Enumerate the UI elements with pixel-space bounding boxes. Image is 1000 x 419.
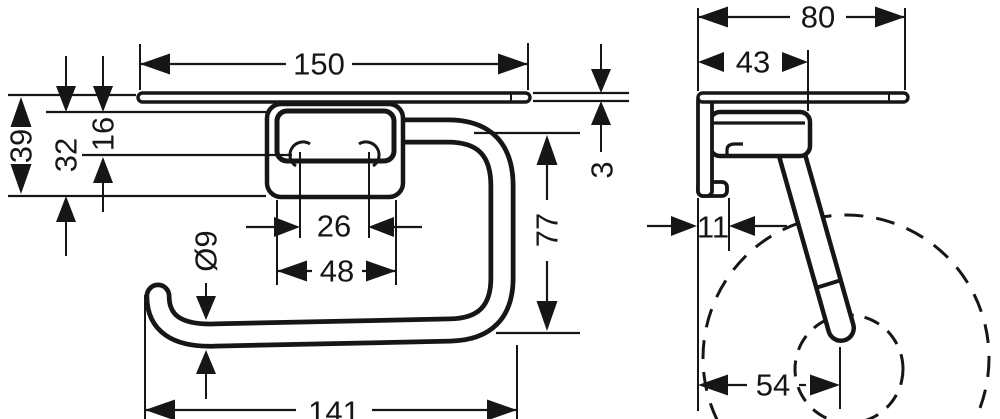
dim-label-43: 43 <box>736 45 770 80</box>
dim-shelf-width: 150 <box>139 43 529 90</box>
arrowhead-up <box>536 135 558 165</box>
dim-plate-foot-depth: 11 <box>647 198 787 251</box>
dim-shelf-thickness: 3 <box>533 44 629 179</box>
dim-label-77: 77 <box>530 213 565 247</box>
dim-label-11: 11 <box>697 210 729 245</box>
arrowhead-down <box>536 301 558 331</box>
arrowhead-left <box>729 216 755 236</box>
dim-overall-height: 39 <box>4 93 266 198</box>
arrowhead-right <box>875 6 905 28</box>
arrowhead-left <box>698 6 728 28</box>
arrowhead-left <box>277 260 307 282</box>
screw-slot-right <box>358 140 381 168</box>
arrowhead-up <box>56 196 76 222</box>
holder-arm-side <box>775 133 856 343</box>
dim-label-54: 54 <box>756 368 790 403</box>
arrowhead-left <box>145 399 175 419</box>
dim-screw-slot-drop: 16 <box>46 56 292 212</box>
arrowhead-right <box>498 53 528 75</box>
dim-label-3: 3 <box>585 161 620 178</box>
arrowhead-right <box>671 216 697 236</box>
dim-label-150: 150 <box>293 47 345 82</box>
arrowhead-left <box>698 52 724 72</box>
arrowhead-left <box>140 53 170 75</box>
dim-screw-spacing: 26 <box>246 209 422 244</box>
dim-label-141: 141 <box>308 395 360 419</box>
arrowhead-down <box>591 69 611 93</box>
arrowhead-right <box>487 399 517 419</box>
dim-label-d9: Ø9 <box>189 230 224 271</box>
arrowhead-down <box>93 86 113 112</box>
arrowhead-left <box>368 217 394 237</box>
dim-overall-depth: 80 <box>697 0 906 91</box>
dim-label-16: 16 <box>86 117 121 151</box>
pivot-bracket-side <box>707 109 813 159</box>
dim-holder-width: 141 <box>144 295 518 419</box>
dim-bar-diameter: Ø9 <box>189 230 224 399</box>
dim-label-26: 26 <box>317 209 351 244</box>
roll-holder-bar-front <box>144 117 516 349</box>
arrowhead-up <box>591 101 611 125</box>
arrowhead-up <box>93 157 113 183</box>
arrowhead-right <box>274 217 300 237</box>
dim-plate-height: 32 <box>49 56 84 256</box>
dim-label-48: 48 <box>320 254 354 289</box>
arrowhead-down <box>10 164 32 194</box>
shelf-side <box>696 91 910 104</box>
arrowhead-left <box>698 374 728 396</box>
dim-plate-width: 48 <box>276 200 397 289</box>
dim-bracket-depth: 43 <box>698 45 809 111</box>
toilet-roll-outline <box>701 213 991 419</box>
arrowhead-right <box>782 52 808 72</box>
mounting-plate-front <box>264 101 406 238</box>
arrowhead-right <box>366 260 396 282</box>
dim-hanging-clearance: 77 <box>474 131 580 335</box>
arrowhead-down <box>56 86 76 112</box>
dim-arm-tip-offset: 54 <box>698 347 841 409</box>
arrowhead-up <box>10 97 32 127</box>
arm-joint-line <box>814 278 843 290</box>
arrowhead-up <box>196 350 216 374</box>
shelf-front <box>136 91 532 104</box>
side-view: 80 43 3 11 <box>533 0 991 419</box>
dim-label-80: 80 <box>801 0 835 35</box>
dim-label-32: 32 <box>49 138 84 172</box>
arrowhead-down <box>196 296 216 320</box>
arrowhead-right <box>810 374 840 396</box>
dim-label-39: 39 <box>4 129 39 163</box>
screw-slot-left <box>288 140 311 168</box>
front-view: 150 39 32 16 <box>4 43 580 419</box>
